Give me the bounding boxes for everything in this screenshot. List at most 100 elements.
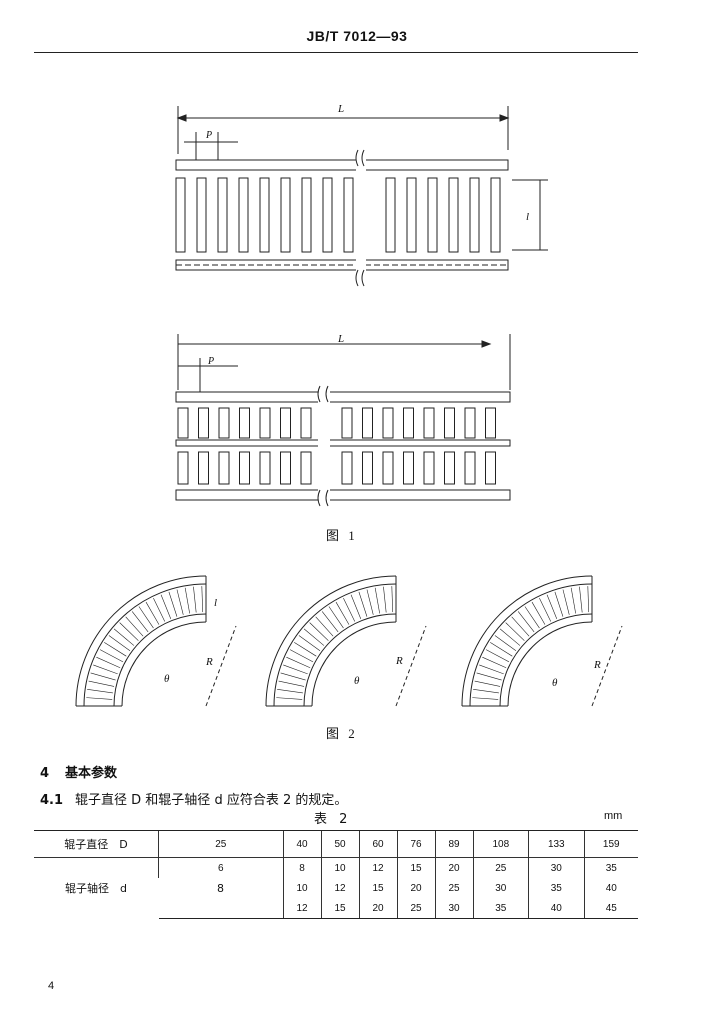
table-cell: 30 <box>472 878 529 898</box>
table-cell: 20 <box>434 857 474 878</box>
roller <box>218 451 230 485</box>
roller <box>239 407 250 439</box>
roller <box>382 451 394 485</box>
roller <box>444 451 455 485</box>
curve-label-R-2: R <box>395 655 403 667</box>
curve-label-R: R <box>205 656 213 668</box>
table-cell: 50 <box>320 830 360 858</box>
roller <box>385 177 396 253</box>
roller <box>485 451 496 485</box>
roller <box>300 407 312 439</box>
roller <box>238 177 249 253</box>
roller <box>177 451 189 485</box>
roller <box>259 407 271 439</box>
figure-1-top-view <box>175 106 548 287</box>
dimension-label-P-2: P <box>207 356 214 367</box>
roller <box>322 177 333 253</box>
roller <box>343 177 354 253</box>
roller <box>403 407 414 439</box>
curve-label-theta: θ <box>164 673 170 685</box>
roller <box>175 177 186 253</box>
table-cell: 15 <box>396 857 436 878</box>
section-title: 基本参数 <box>65 766 118 781</box>
roller <box>485 407 496 439</box>
table-cell: 10 <box>282 878 322 898</box>
table-cell: 35 <box>472 898 529 919</box>
header-rule <box>34 52 638 53</box>
roller <box>362 451 373 485</box>
roller <box>448 177 459 253</box>
table-cell: 25 <box>396 898 436 919</box>
curve-label-l: l <box>214 597 217 609</box>
figure-1: L P l L P 图 1 <box>175 103 548 543</box>
roller <box>177 407 189 439</box>
table-cell: 45 <box>583 898 638 919</box>
section-number: 4 <box>40 766 50 781</box>
dimension-label-l: l <box>526 211 529 223</box>
roller <box>218 407 230 439</box>
roller <box>490 177 501 253</box>
figure-2-caption: 图 2 <box>326 726 358 741</box>
roller <box>403 451 414 485</box>
table-cell: 40 <box>528 898 585 919</box>
table-cell: 25 <box>434 878 474 898</box>
roller <box>259 177 270 253</box>
table-cell: 25 <box>158 830 283 858</box>
section-heading: 4 基本参数 <box>40 762 117 781</box>
table-cell: 35 <box>583 857 638 878</box>
table-cell: 25 <box>472 857 529 878</box>
roller <box>198 407 209 439</box>
roller <box>464 407 476 439</box>
curved-conveyor <box>461 575 623 707</box>
table-cell: 15 <box>320 898 360 919</box>
table-cell: 20 <box>358 898 398 919</box>
table-unit: mm <box>604 810 623 822</box>
dimension-label-P: P <box>205 130 212 141</box>
table-title: 表 2 <box>314 812 352 827</box>
row-label-roller-diameter: 辊子直径 D <box>34 830 159 858</box>
table-cell: 40 <box>282 830 322 858</box>
table-cell: 76 <box>396 830 436 858</box>
roller <box>423 451 435 485</box>
roller <box>341 407 353 439</box>
table-cell: 6 <box>158 857 283 878</box>
figure-1-caption: 图 1 <box>326 528 358 543</box>
clause-4-1: 4.1 辊子直径 D 和辊子轴径 d 应符合表 2 的规定。 <box>40 789 347 808</box>
roller <box>198 451 209 485</box>
roller <box>406 177 417 253</box>
table-cell: 8 <box>217 881 224 895</box>
dimension-label-L: L <box>337 103 344 115</box>
figure-2: l R θ R θ R θ 图 2 <box>75 575 623 741</box>
roller <box>280 407 291 439</box>
table-cell: 35 <box>528 878 585 898</box>
table-cell: 159 <box>583 830 638 858</box>
curve-label-theta-2: θ <box>354 675 360 687</box>
roller <box>423 407 435 439</box>
figure-1-double-row-view <box>175 334 511 507</box>
roller <box>427 177 438 253</box>
table-cell: 30 <box>528 857 585 878</box>
clause-number: 4.1 <box>40 793 64 808</box>
curved-conveyor <box>265 575 427 707</box>
roller <box>239 451 250 485</box>
table-cell: 12 <box>320 878 360 898</box>
roller <box>382 407 394 439</box>
table-cell: 60 <box>358 830 398 858</box>
table-cell <box>158 898 283 919</box>
table-cell: 8 <box>282 857 322 878</box>
row-label-shaft-diameter: 辊子轴径 d <box>65 882 127 896</box>
roller <box>464 451 476 485</box>
roller <box>362 407 373 439</box>
curved-conveyor <box>75 575 237 707</box>
roller <box>300 451 312 485</box>
table-cell: 15 <box>358 878 398 898</box>
clause-text: 辊子直径 D 和辊子轴径 d 应符合表 2 的规定。 <box>75 793 348 808</box>
roller <box>259 451 271 485</box>
roller <box>444 407 455 439</box>
table-cell: 40 <box>583 878 638 898</box>
curve-label-R-3: R <box>593 659 601 671</box>
